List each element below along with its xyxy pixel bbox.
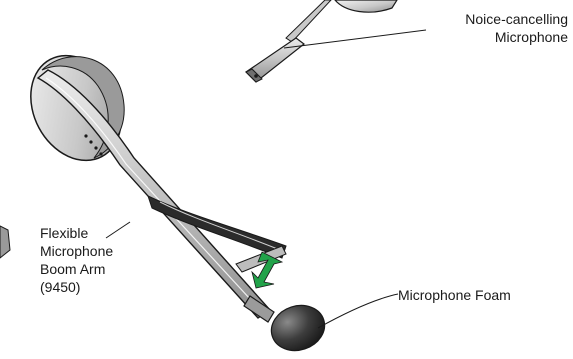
boom-arm-label: Flexible Microphone Boom Arm (9450) <box>40 224 113 296</box>
leader-line-foam <box>318 294 398 328</box>
microphone-foam <box>266 299 331 358</box>
boom-arm-label-line-1: Flexible <box>40 224 113 242</box>
leader-line-microphone <box>284 30 426 48</box>
boom-arm-label-line-4: (9450) <box>40 278 113 296</box>
noise-cancelling-microphone <box>246 38 304 82</box>
noise-cancelling-microphone-label: Noice-cancelling Microphone <box>420 10 568 46</box>
left-partial-part <box>0 226 10 258</box>
microphone-label-line-2: Microphone <box>420 28 568 46</box>
microphone-label-line-1: Noice-cancelling <box>420 10 568 28</box>
boom-arm-label-line-2: Microphone <box>40 242 113 260</box>
foam-label-text: Microphone Foam <box>398 286 511 304</box>
boom-arm-label-line-3: Boom Arm <box>40 260 113 278</box>
microphone-foam-label: Microphone Foam <box>398 286 511 304</box>
